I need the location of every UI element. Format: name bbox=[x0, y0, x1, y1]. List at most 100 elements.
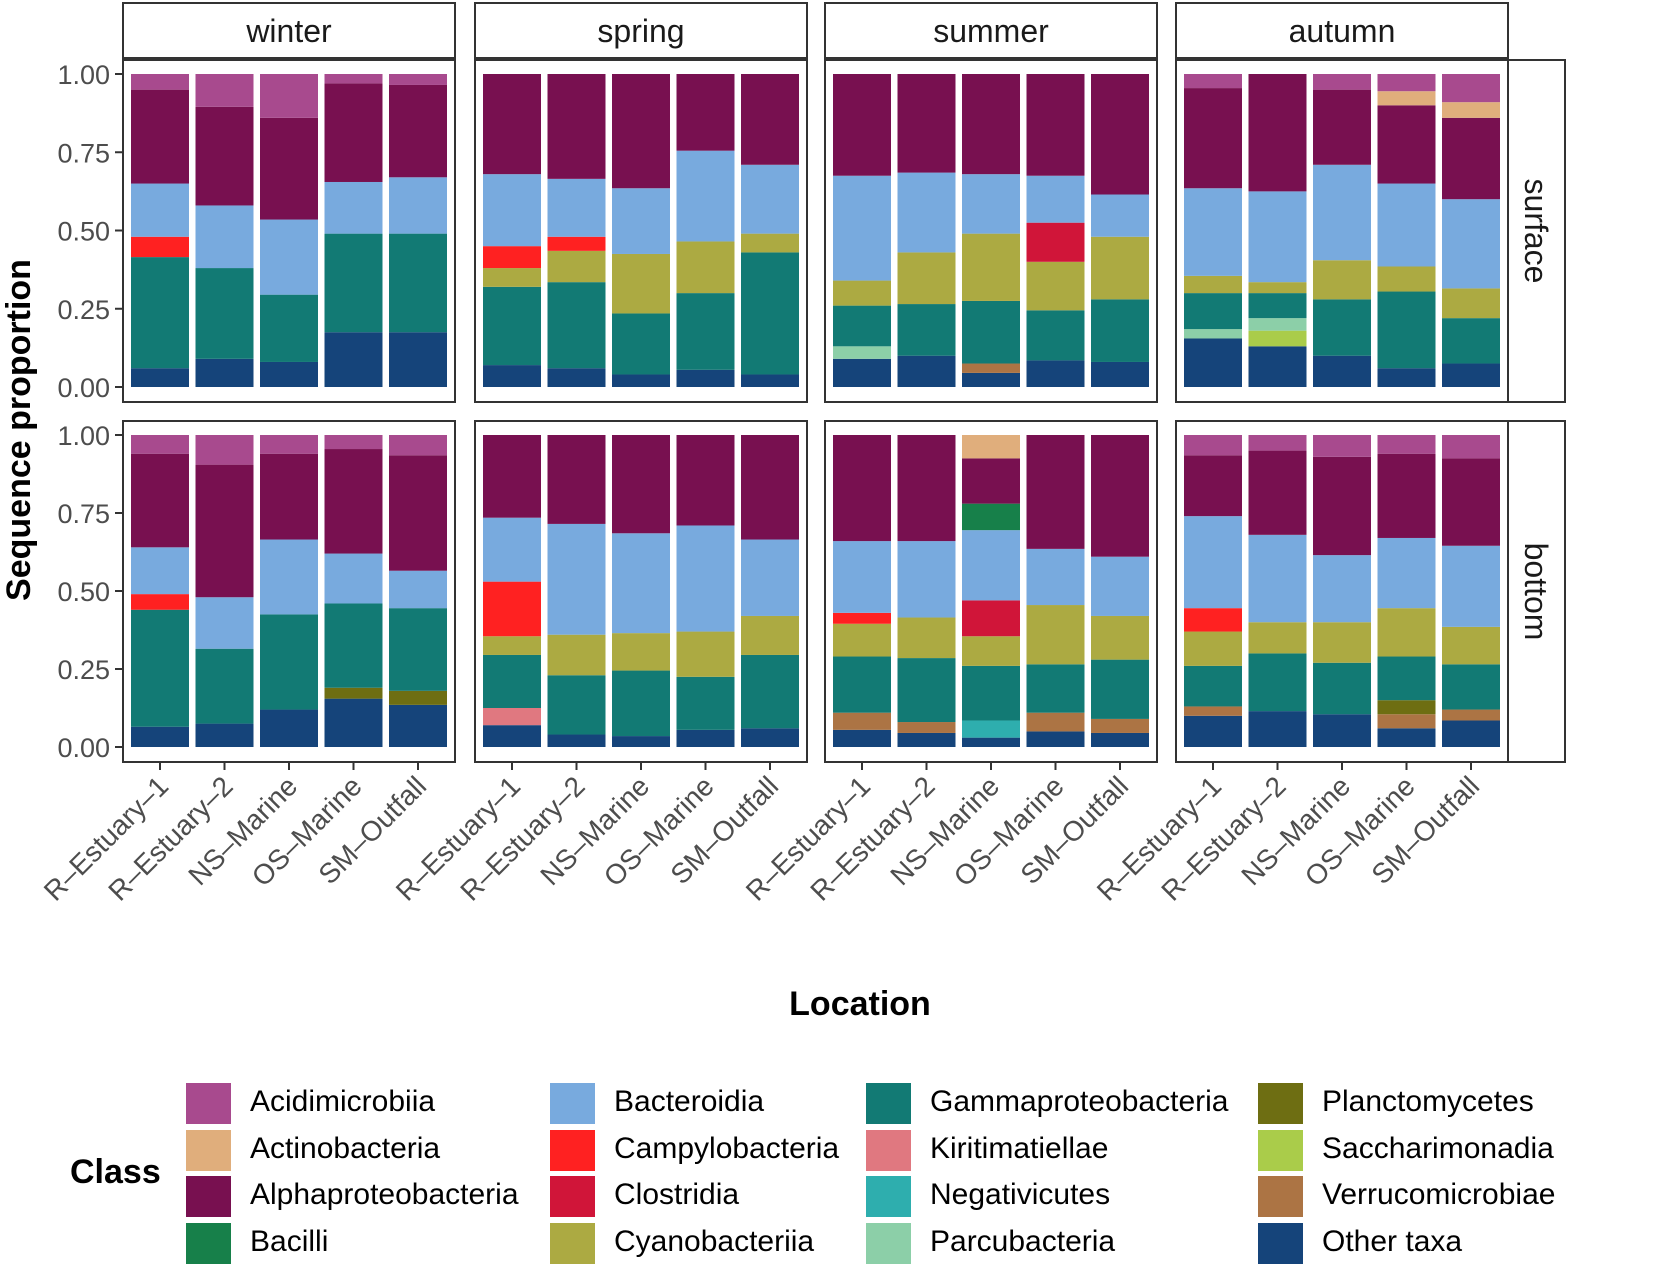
bar-segment bbox=[897, 722, 956, 733]
bar-segment bbox=[741, 252, 799, 375]
bar-segment bbox=[324, 435, 383, 450]
bar-segment bbox=[1248, 74, 1307, 192]
bar-segment bbox=[897, 355, 956, 387]
bar-segment bbox=[897, 658, 956, 723]
bar-segment bbox=[1184, 631, 1242, 666]
bar-segment bbox=[131, 368, 189, 387]
legend-swatch bbox=[186, 1083, 231, 1124]
bar-segment bbox=[483, 636, 541, 655]
bar-segment bbox=[1313, 662, 1371, 715]
legend-label: Gammaproteobacteria bbox=[930, 1085, 1229, 1118]
bar-segment bbox=[547, 282, 606, 369]
bar-segment bbox=[1377, 91, 1436, 106]
bar-segment bbox=[131, 74, 189, 90]
bar-segment bbox=[897, 732, 956, 747]
bar-segment bbox=[962, 737, 1020, 747]
bar-segment bbox=[1026, 261, 1085, 311]
bar-segment bbox=[1026, 74, 1085, 176]
bar-segment bbox=[962, 636, 1020, 666]
bar-segment bbox=[547, 634, 606, 676]
bar-segment bbox=[131, 435, 189, 454]
bar-segment bbox=[1248, 318, 1307, 331]
facet-strip-winter bbox=[122, 2, 456, 59]
bar-segment bbox=[260, 117, 318, 220]
bar-segment bbox=[1091, 659, 1149, 719]
bar-segment bbox=[676, 525, 735, 632]
bar-segment bbox=[612, 435, 670, 534]
facet-label-summer: summer bbox=[933, 13, 1049, 49]
bar-segment bbox=[1184, 706, 1242, 716]
legend-swatch bbox=[186, 1129, 231, 1171]
bar-segment bbox=[1313, 89, 1371, 165]
legend-label: Campylobacteria bbox=[614, 1131, 840, 1165]
bar-segment bbox=[962, 74, 1020, 175]
bar-segment bbox=[962, 174, 1020, 234]
bar-segment bbox=[833, 74, 891, 176]
bar-segment bbox=[612, 736, 670, 747]
bar-segment bbox=[1184, 329, 1242, 339]
bar-segment bbox=[676, 729, 735, 747]
bar-segment bbox=[676, 74, 735, 151]
bar-segment bbox=[897, 252, 956, 305]
bar-segment bbox=[1248, 282, 1307, 294]
facet-strip-autumn bbox=[1175, 2, 1509, 59]
bar-segment bbox=[1377, 266, 1436, 292]
bar-segment bbox=[1313, 622, 1371, 663]
bar-segment bbox=[1442, 318, 1500, 364]
bar-segment bbox=[260, 361, 318, 387]
facet-label-autumn: autumn bbox=[1289, 13, 1396, 49]
bar-segment bbox=[833, 623, 891, 657]
bar-segment bbox=[547, 368, 606, 387]
bar-segment bbox=[1442, 435, 1500, 459]
bar-segment bbox=[1184, 516, 1242, 609]
bar-segment bbox=[547, 250, 606, 283]
legend-swatch bbox=[866, 1083, 911, 1124]
bar-segment bbox=[962, 720, 1020, 738]
bar-segment bbox=[195, 268, 254, 359]
legend-swatch bbox=[1258, 1129, 1303, 1171]
bar-segment bbox=[962, 600, 1020, 637]
bar-segment bbox=[1313, 74, 1371, 90]
legend-title: Class bbox=[70, 1153, 161, 1191]
bar-segment bbox=[547, 523, 606, 635]
bar-segment bbox=[131, 726, 189, 747]
bar-segment bbox=[1377, 453, 1436, 538]
bar-segment bbox=[897, 74, 956, 173]
bar-segment bbox=[897, 304, 956, 356]
bar-segment bbox=[1248, 534, 1307, 623]
bar-segment bbox=[1377, 656, 1436, 701]
bar-segment bbox=[1091, 718, 1149, 733]
bar-segment bbox=[833, 612, 891, 624]
bar-segment bbox=[1377, 714, 1436, 729]
y-tick-label-bottom: 1.00 bbox=[57, 421, 110, 451]
bar-segment bbox=[1026, 360, 1085, 387]
bar-segment bbox=[741, 539, 799, 616]
bar-segment bbox=[833, 435, 891, 542]
bar-segment bbox=[1313, 555, 1371, 623]
bar-segment bbox=[1248, 435, 1307, 451]
bar-segment bbox=[1091, 732, 1149, 747]
bar-segment bbox=[260, 219, 318, 295]
bar-segment bbox=[962, 233, 1020, 301]
bar-segment bbox=[1184, 435, 1242, 456]
legend-swatch bbox=[1258, 1176, 1303, 1217]
bar-segment bbox=[131, 257, 189, 369]
bar-segment bbox=[260, 453, 318, 540]
bar-segment bbox=[1184, 338, 1242, 387]
bar-segment bbox=[612, 253, 670, 314]
bar-segment bbox=[1442, 288, 1500, 319]
bar-segment bbox=[195, 74, 254, 107]
bar-segment bbox=[1442, 720, 1500, 747]
bar-segment bbox=[131, 609, 189, 727]
bar-segment bbox=[195, 648, 254, 724]
legend-swatch bbox=[866, 1129, 911, 1171]
bar-segment bbox=[741, 233, 799, 253]
bar-segment bbox=[324, 233, 383, 333]
bar-segment bbox=[324, 83, 383, 182]
bar-segment bbox=[1184, 88, 1242, 189]
legend-label: Saccharimonadia bbox=[1322, 1131, 1554, 1165]
bar-segment bbox=[483, 365, 541, 387]
bar-segment bbox=[833, 346, 891, 359]
legend-swatch bbox=[866, 1176, 911, 1217]
bar-segment bbox=[324, 603, 383, 688]
